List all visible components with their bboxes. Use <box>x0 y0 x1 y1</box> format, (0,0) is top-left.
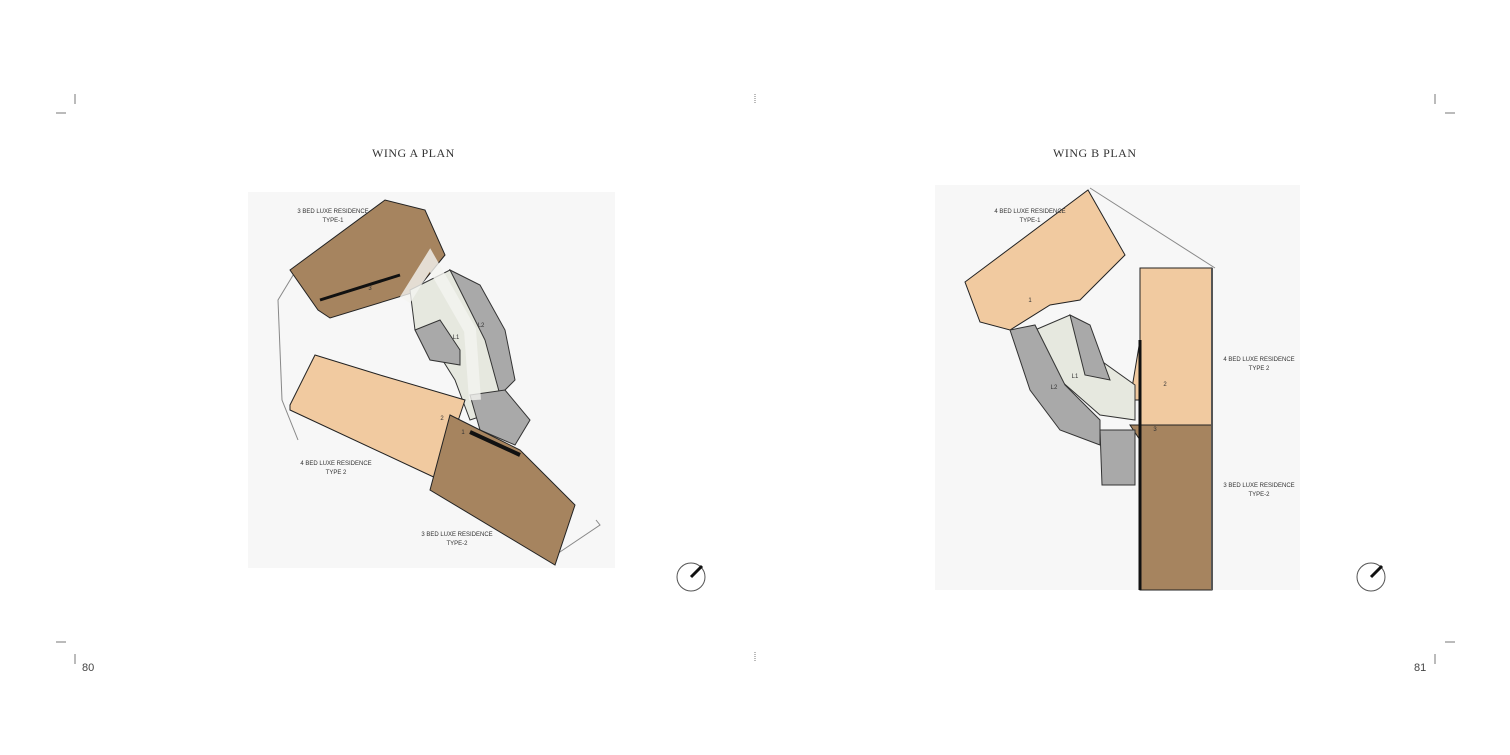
wing-b-floor-plan <box>935 185 1300 591</box>
lift-label: L2 <box>1050 385 1058 391</box>
lift-label: L2 <box>477 323 485 329</box>
lift-core-2 <box>1069 314 1111 381</box>
lift-label: L1 <box>1071 374 1079 380</box>
stair-core <box>469 389 531 446</box>
unit-4bed-type2 <box>1129 267 1213 426</box>
north-arrow-icon <box>676 562 706 592</box>
unit-4bed-type2 <box>289 354 466 481</box>
unit-number: 1 <box>461 430 465 436</box>
unit-4bed-type1 <box>964 189 1126 331</box>
unit-number: 2 <box>1163 382 1167 388</box>
page-number: 81 <box>1414 662 1427 674</box>
unit-number: 3 <box>1153 427 1157 433</box>
crop-marks <box>56 94 1455 664</box>
page-number: 80 <box>82 662 95 674</box>
page-title: WING B PLAN <box>1053 146 1137 160</box>
wing-a-floor-plan <box>248 192 615 568</box>
lift-label: L1 <box>452 335 460 341</box>
unit-number: 2 <box>440 416 444 422</box>
lift-core <box>414 319 461 366</box>
page-title: WING A PLAN <box>372 146 455 160</box>
unit-number: 1 <box>1028 298 1032 304</box>
lift-core-2 <box>448 268 516 396</box>
unit-number: 3 <box>368 286 372 292</box>
stair-core <box>1099 429 1136 486</box>
unit-3bed-type2 <box>1129 424 1213 591</box>
unit-3bed-type2 <box>429 414 576 566</box>
north-arrow-icon <box>1356 562 1386 592</box>
